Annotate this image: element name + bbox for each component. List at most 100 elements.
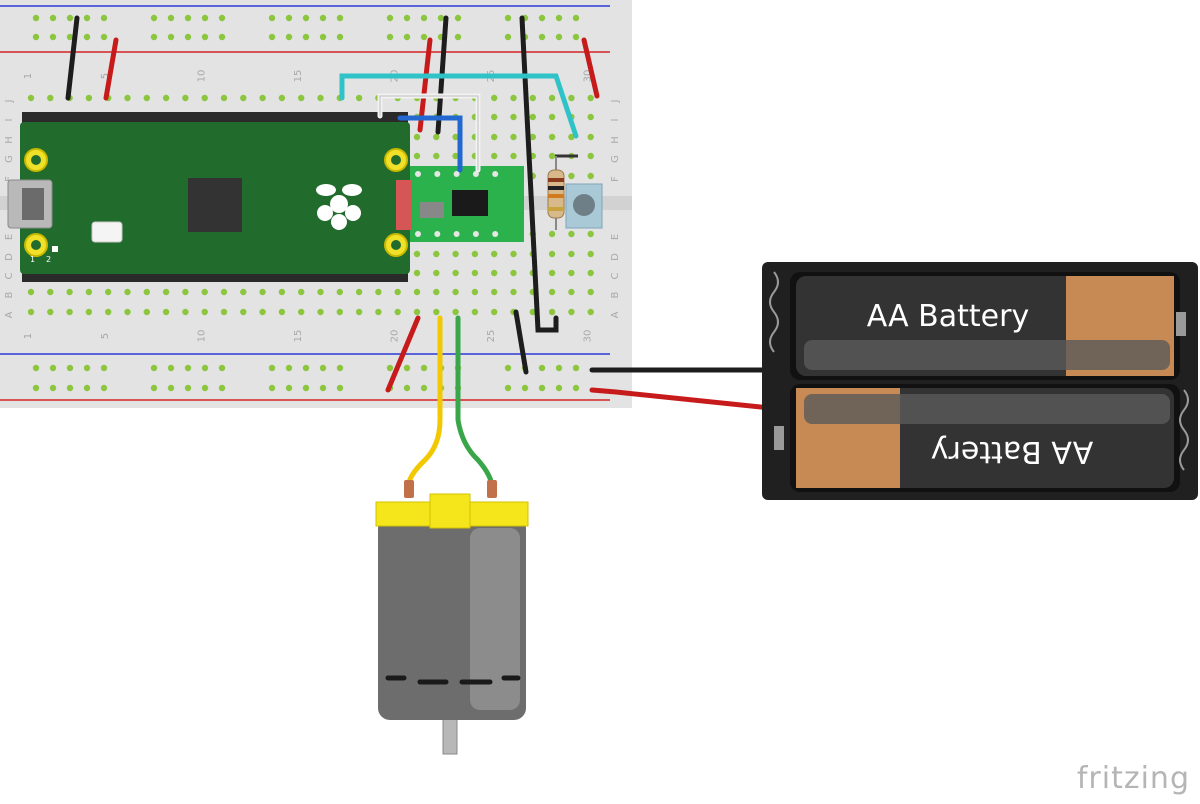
breadboard-hole [298, 94, 305, 102]
breadboard-hole [454, 33, 462, 41]
breadboard-hole [587, 94, 594, 102]
breadboard-hole [336, 308, 343, 316]
breadboard-hole [587, 269, 594, 277]
breadboard-hole [32, 364, 40, 372]
breadboard-hole [268, 33, 276, 41]
driver-pin [492, 171, 499, 177]
breadboard-hole [403, 14, 411, 22]
row-label: J [610, 100, 621, 104]
breadboard-hole [32, 384, 40, 392]
breadboard-hole [454, 14, 462, 22]
raspberry-pi-pico: 1 2 [7, 112, 410, 282]
pico-mount-hole-inner [31, 240, 41, 250]
battery-spring [1179, 389, 1189, 471]
column-number-label: 15 [293, 70, 304, 83]
wire-red [417, 37, 433, 133]
breadboard-hole [49, 14, 57, 22]
breadboard-hole [218, 364, 226, 372]
motor-vent-slots [385, 675, 521, 685]
breadboard-hole [529, 113, 536, 121]
driver-pin [472, 171, 479, 177]
battery-wires [589, 367, 773, 411]
breadboard-hole [510, 113, 517, 121]
row-label: H [610, 136, 621, 144]
breadboard-hole [433, 288, 440, 296]
breadboard-hole [259, 308, 266, 316]
breadboard-hole [150, 364, 158, 372]
breadboard-hole [220, 288, 228, 296]
dc-motor [375, 480, 529, 755]
wire-red [581, 37, 600, 99]
breadboard-hole [49, 384, 57, 392]
breadboard-hole [27, 288, 35, 296]
breadboard-hole [298, 288, 305, 296]
breadboard-hole [471, 288, 479, 296]
breadboard-hole [568, 308, 575, 316]
aa-battery-holder: AA Battery AA Battery [762, 262, 1198, 500]
breadboard-hole [201, 94, 208, 102]
breadboard-hole [413, 133, 421, 141]
breadboard-hole [491, 94, 498, 102]
column-number-label: 1 [23, 333, 34, 339]
driver-pin [492, 231, 499, 237]
breadboard-hole [471, 269, 479, 277]
battery-terminal [774, 426, 784, 450]
breadboard-hole [150, 384, 158, 392]
breadboard-hole [27, 94, 35, 102]
row-label: B [610, 291, 621, 298]
breadboard-hole [491, 133, 498, 141]
breadboard-hole [100, 364, 108, 372]
breadboard-hole [184, 14, 192, 22]
motor-driver-module [396, 166, 524, 242]
breadboard-hole [268, 384, 276, 392]
driver-capacitor [420, 202, 444, 218]
breadboard-hole [85, 288, 93, 296]
breadboard-hole [452, 269, 459, 277]
breadboard-hole [386, 33, 394, 41]
breadboard-hole [162, 94, 170, 102]
breadboard-hole [124, 308, 131, 316]
breadboard-hole [201, 33, 209, 41]
breadboard-hole [302, 384, 310, 392]
breadboard-hole [452, 133, 459, 141]
column-number-label: 30 [583, 330, 594, 343]
breadboard-hole [491, 269, 498, 277]
breadboard-hole [491, 288, 498, 296]
wire-white-outline [379, 95, 479, 171]
battery-cell-bottom: AA Battery [774, 388, 1174, 488]
resistor-band [548, 178, 564, 182]
row-label: D [610, 253, 621, 261]
driver-pin [453, 171, 460, 177]
breadboard-hole [184, 384, 192, 392]
breadboard-hole [510, 152, 517, 160]
breadboard-hole [538, 14, 546, 22]
motor-end-cap-center [429, 493, 471, 529]
resistor-band [548, 207, 564, 211]
breadboard-hole [150, 14, 158, 22]
breadboard-hole [538, 33, 546, 41]
column-number-label: 15 [293, 330, 304, 343]
breadboard-hole [555, 364, 563, 372]
driver-header-left [396, 180, 412, 230]
wire-black-long [519, 15, 559, 333]
breadboard-hole [420, 364, 428, 372]
row-label: E [610, 234, 621, 240]
pico-led [52, 246, 58, 252]
breadboard-hole [105, 308, 112, 316]
breadboard-hole [413, 152, 421, 160]
breadboard-hole [100, 384, 108, 392]
row-label: H [4, 136, 15, 144]
wire-blue [397, 115, 463, 173]
breadboard-hole [510, 250, 517, 258]
breadboard-hole [83, 14, 91, 22]
breadboard-hole [278, 308, 286, 316]
breadboard-hole [285, 33, 293, 41]
breadboard-hole [201, 308, 208, 316]
breadboard-hole [548, 152, 556, 160]
fritzing-watermark: fritzing [1076, 761, 1190, 796]
breadboard-wires [65, 15, 600, 393]
breadboard-hole [420, 14, 428, 22]
breadboard-hole [47, 308, 54, 316]
breadboard-hole [491, 113, 498, 121]
breadboard-hole [394, 288, 401, 296]
